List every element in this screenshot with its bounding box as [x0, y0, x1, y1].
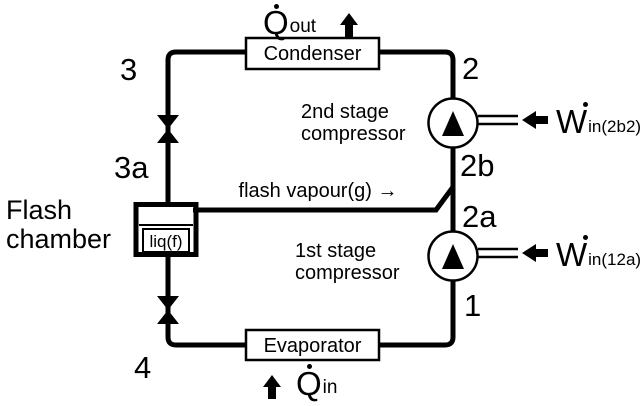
liquid-box	[142, 228, 190, 253]
compressor1-shaft	[478, 247, 518, 259]
second-stage-line2: compressor	[301, 123, 406, 145]
heat-in-label: Q in	[296, 364, 338, 402]
state-label-2: 2	[462, 51, 480, 86]
condenser-box	[244, 36, 381, 71]
overdot	[307, 364, 312, 369]
first-stage-compressor-label: 1st stage compressor	[295, 240, 399, 284]
work-in-first-symbol: W	[556, 236, 588, 273]
compressor2-shaft	[478, 114, 518, 126]
state-label-2b: 2b	[460, 148, 495, 183]
overdot	[274, 4, 279, 9]
heat-out-arrow-icon	[340, 13, 358, 37]
state-label-3: 3	[120, 52, 138, 87]
heat-out-label: Q out	[263, 4, 317, 41]
work-in-second-symbol: W	[556, 103, 588, 140]
work-in-first-subscript: in(12a)	[588, 250, 642, 270]
expansion-valve-lower-icon	[157, 296, 179, 324]
liquid-label: liq(f)	[149, 232, 183, 251]
pipe-left-loop	[165, 49, 250, 348]
state-label-4: 4	[134, 350, 152, 385]
evaporator-box	[244, 328, 381, 362]
work-in-second-arrow-icon	[522, 111, 548, 129]
work-in-first-label: W in(12a)	[556, 235, 642, 273]
overdot	[583, 102, 588, 107]
work-in-second-subscript: in(2b2)	[588, 117, 642, 137]
first-stage-line1: 1st stage	[295, 240, 377, 262]
heat-in-symbol: Q	[296, 365, 322, 402]
work-in-first-arrow-icon	[522, 244, 548, 262]
evaporator-label: Evaporator	[263, 335, 362, 357]
condenser-label: Condenser	[263, 43, 362, 65]
flash-chamber-line2: chamber	[6, 224, 112, 254]
heat-out-subscript: out	[289, 16, 317, 38]
first-stage-line2: compressor	[295, 262, 400, 284]
heat-in-subscript: in	[322, 377, 338, 399]
heat-in-arrow-icon	[263, 375, 281, 399]
compressor2-triangle-icon	[442, 111, 464, 136]
overdot	[583, 235, 588, 240]
compressor1-triangle-icon	[442, 244, 464, 269]
flash-chamber-line1: Flash	[6, 195, 73, 225]
flash-vapour-label: flash vapour(g) →	[238, 180, 398, 202]
heat-out-symbol: Q	[263, 4, 289, 41]
second-stage-compressor-label: 2nd stage compressor	[301, 101, 405, 145]
state-label-3a: 3a	[114, 150, 149, 185]
pipe-right-loop	[375, 49, 456, 348]
flash-chamber-label: Flash chamber	[6, 196, 111, 254]
state-label-2a: 2a	[462, 199, 497, 234]
work-in-second-label: W in(2b2)	[556, 102, 642, 140]
second-stage-line1: 2nd stage	[301, 101, 389, 123]
state-label-1: 1	[464, 288, 482, 323]
expansion-valve-upper-icon	[157, 115, 179, 143]
pipe-flash-vapour	[193, 185, 456, 213]
